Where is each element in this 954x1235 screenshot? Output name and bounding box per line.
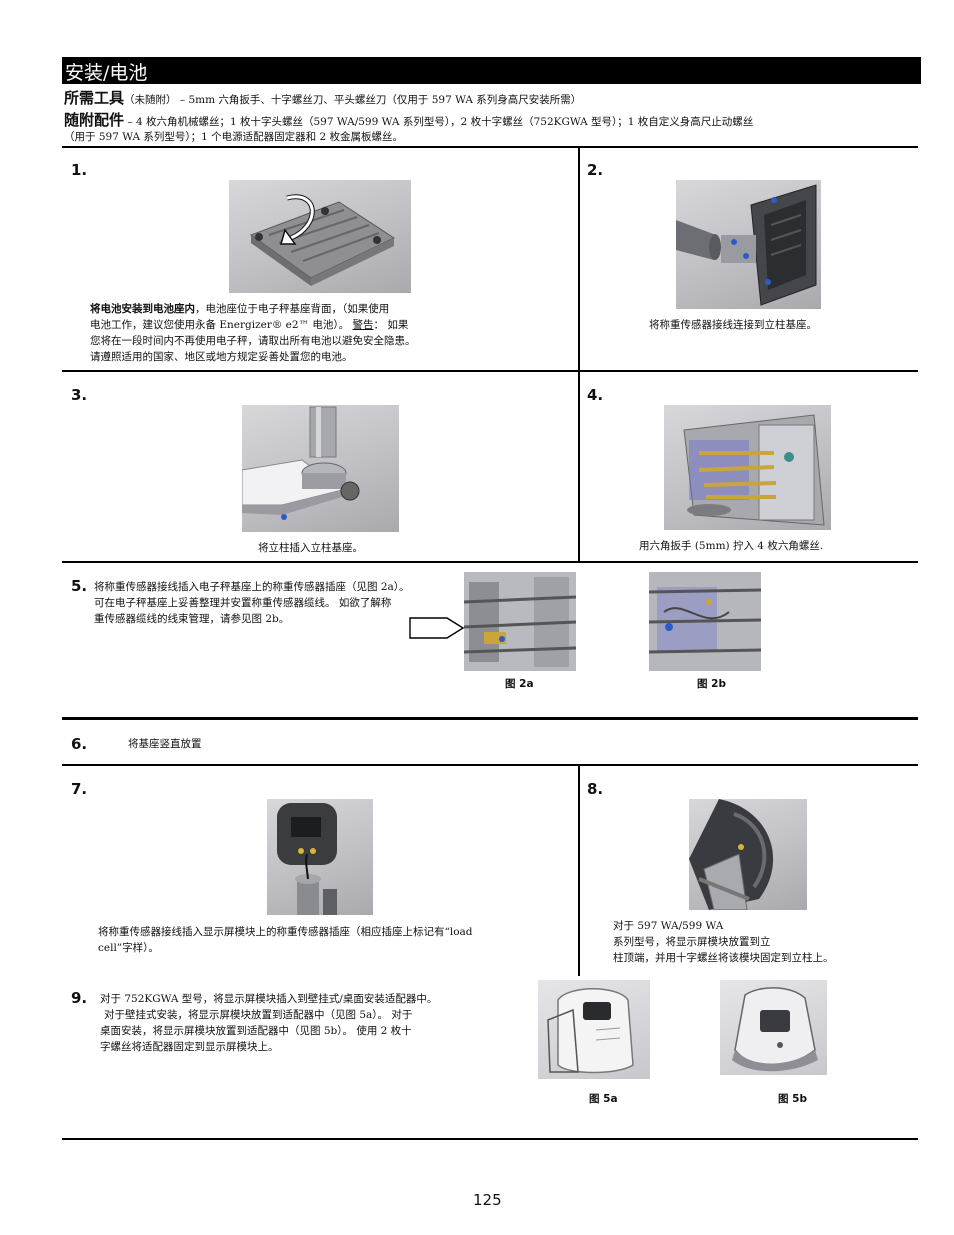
step-3-text: 将立柱插入立柱基座。 [258, 542, 363, 554]
step-1-warning: 警告 [352, 319, 374, 331]
page-number: 125 [473, 1191, 502, 1209]
step-6-number: 6. [71, 735, 88, 753]
step-1-line-4: 请遵照适用的国家、地区或地方规定妥善处置您的电池。 [90, 351, 353, 363]
step-1-bold: 将电池安装到电池座内 [90, 303, 195, 315]
step-5-line-1: 将称重传感器接线插入电子秤基座上的称重传感器插座（见图 2a）。 [94, 581, 410, 593]
tools-text: （未随附） – 5mm 六角扳手、十字螺丝刀、平头螺丝刀（仅用于 597 WA … [124, 94, 582, 106]
divider [62, 764, 918, 766]
accessories-heading: 随附配件 [64, 111, 125, 129]
divider [62, 370, 918, 372]
step-5-text: 将称重传感器接线插入电子秤基座上的称重传感器插座（见图 2a）。 可在电子秤基座… [94, 579, 410, 627]
section-title-bar: 安装/电池 [62, 57, 921, 84]
step-9-line-2: 对于壁挂式安装，将显示屏模块放置到适配器中（见图 5a）。 对于 [104, 1009, 413, 1021]
step-1-line-3: 您将在一段时间内不再使用电子秤，请取出所有电池以避免安全隐患。 [90, 335, 416, 347]
accessories-text-2: （用于 597 WA 系列型号）；1 个电源适配器固定器和 2 枚金属板螺丝。 [64, 131, 404, 143]
divider [62, 717, 918, 720]
step-8-line-3: 柱顶端，并用十字螺丝将该模块固定到立柱上。 [613, 952, 834, 964]
figure-5a-image [538, 980, 650, 1079]
step-8-number: 8. [587, 780, 604, 798]
figure-2b-caption: 图 2b [697, 678, 726, 690]
step-8-line-1: 对于 597 WA/599 WA [613, 920, 724, 932]
divider [62, 146, 918, 148]
arrow-pointer-icon [409, 617, 465, 639]
step-5-number: 5. [71, 577, 88, 595]
step-1-line-2b: ： 如果 [373, 319, 409, 331]
column-divider [578, 764, 580, 976]
display-on-column-image [689, 799, 807, 910]
accessories-text-1: – 4 枚六角机械螺丝；1 枚十字头螺丝（597 WA/599 WA 系列型号）… [124, 116, 754, 128]
figure-2a-caption: 图 2a [505, 678, 534, 690]
divider [62, 561, 918, 563]
step-1-line-2a: 电池工作，建议您使用永备 Energizer® e2™ 电池）。 [90, 319, 353, 331]
step-1-text: 将电池安装到电池座内，电池座位于电子秤基座背面，（如果使用 电池工作，建议您使用… [90, 301, 570, 365]
load-cell-cable-image [676, 180, 821, 309]
step-9-line-3: 桌面安装，将显示屏模块放置到适配器中（见图 5b）。 使用 2 枚十 [100, 1025, 412, 1037]
divider [62, 1138, 918, 1140]
step-7-text: 将称重传感器接线插入显示屏模块上的称重传感器插座（相应插座上标记有“load c… [98, 924, 473, 956]
step-5-line-3: 重传感器缆线的线束管理，请参见图 2b。 [94, 613, 290, 625]
display-module-cable-image [267, 799, 373, 915]
step-9-line-4: 字螺丝将适配器固定到显示屏模块上。 [100, 1041, 279, 1053]
step-5-line-2: 可在电子秤基座上妥善整理并安置称重传感器缆线。 如欲了解称 [94, 597, 392, 609]
step-8-line-2: 系列型号，将显示屏模块放置到立 [613, 936, 771, 948]
step-4-text: 用六角扳手 (5mm) 拧入 4 枚六角螺丝. [639, 540, 824, 552]
column-insertion-image [242, 405, 399, 532]
step-9-line-1: 对于 752KGWA 型号，将显示屏模块插入到壁挂式/桌面安装适配器中。 [100, 993, 438, 1005]
tools-heading: 所需工具 [64, 89, 125, 107]
hex-screws-image [664, 405, 831, 530]
figure-5a-caption: 图 5a [589, 1093, 618, 1105]
step-7-number: 7. [71, 780, 88, 798]
figure-2b-image [649, 572, 761, 671]
step-7-line-1: 将称重传感器接线插入显示屏模块上的称重传感器插座（相应插座上标记有“load [98, 926, 473, 938]
figure-5b-caption: 图 5b [778, 1093, 807, 1105]
tools-line: 所需工具（未随附） – 5mm 六角扳手、十字螺丝刀、平头螺丝刀（仅用于 597… [64, 87, 581, 108]
step-9-number: 9. [71, 989, 88, 1007]
accessories-line: 随附配件 – 4 枚六角机械螺丝；1 枚十字头螺丝（597 WA/599 WA … [64, 109, 753, 130]
step-1-number: 1. [71, 161, 88, 179]
step-4-number: 4. [587, 386, 604, 404]
column-divider [578, 146, 580, 561]
step-1-line-1: ，电池座位于电子秤基座背面，（如果使用 [195, 303, 390, 315]
figure-5b-image [720, 980, 827, 1075]
step-3-number: 3. [71, 386, 88, 404]
section-title: 安装/电池 [65, 62, 148, 84]
step-8-text: 对于 597 WA/599 WA 系列型号，将显示屏模块放置到立 柱顶端，并用十… [613, 918, 834, 966]
figure-2a-image [464, 572, 576, 671]
step-7-line-2: cell”字样）。 [98, 942, 159, 954]
battery-compartment-image [229, 180, 411, 293]
step-9-text: 对于 752KGWA 型号，将显示屏模块插入到壁挂式/桌面安装适配器中。 对于壁… [100, 991, 437, 1055]
step-6-text: 将基座竖直放置 [128, 738, 202, 750]
step-2-text: 将称重传感器接线连接到立柱基座。 [649, 319, 817, 331]
step-2-number: 2. [587, 161, 604, 179]
